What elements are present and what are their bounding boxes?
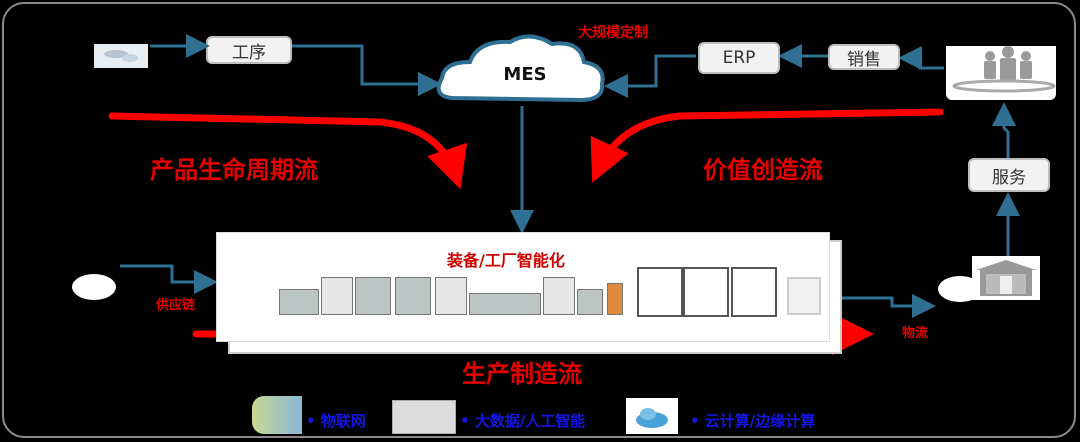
gear-icon xyxy=(94,44,148,68)
link-customers-to-sales xyxy=(898,46,944,70)
cloud-computing-icon xyxy=(626,398,678,434)
legend-iot-label: • 物联网 xyxy=(306,412,366,430)
mes-cloud xyxy=(436,34,605,103)
panel-title: 装备/工厂智能化 xyxy=(447,251,565,270)
link-panel-to-warehouse xyxy=(840,294,936,318)
mass-customization-label: 大规模定制 xyxy=(578,25,648,41)
mes-label[interactable]: MES xyxy=(503,64,547,85)
production-flow-label: 生产制造流 xyxy=(462,360,582,388)
smart-factory-panel: 装备/工厂智能化 xyxy=(216,232,830,342)
supplier-bubble xyxy=(72,274,116,300)
iot-icon xyxy=(252,396,302,434)
erp-box[interactable]: ERP xyxy=(698,42,780,74)
big-data-icon xyxy=(392,400,456,434)
legend-bigdata-label: • 大数据/人工智能 xyxy=(460,412,586,430)
supply-chain-label: 供应链 xyxy=(156,298,196,313)
service-box[interactable]: 服务 xyxy=(968,158,1050,192)
arrow-product-lifecycle xyxy=(108,112,468,190)
legend-cloud-label: • 云计算/边缘计算 xyxy=(690,412,816,430)
logistics-label: 物流 xyxy=(902,326,929,341)
warehouse-icon xyxy=(972,256,1040,300)
value-creation-flow-label: 价值创造流 xyxy=(703,156,823,184)
link-process-to-mes xyxy=(292,44,442,96)
product-lifecycle-flow-label: 产品生命周期流 xyxy=(150,156,318,184)
process-box[interactable]: 工序 xyxy=(206,36,292,64)
customers-icon xyxy=(946,46,1056,100)
link-erp-to-mes xyxy=(604,54,696,98)
forklift-icon xyxy=(787,277,821,315)
link-supply-to-panel xyxy=(120,264,218,294)
arrow-value-creation xyxy=(590,108,944,183)
sales-box[interactable]: 销售 xyxy=(828,44,900,70)
link-service-to-customers xyxy=(992,102,1016,158)
